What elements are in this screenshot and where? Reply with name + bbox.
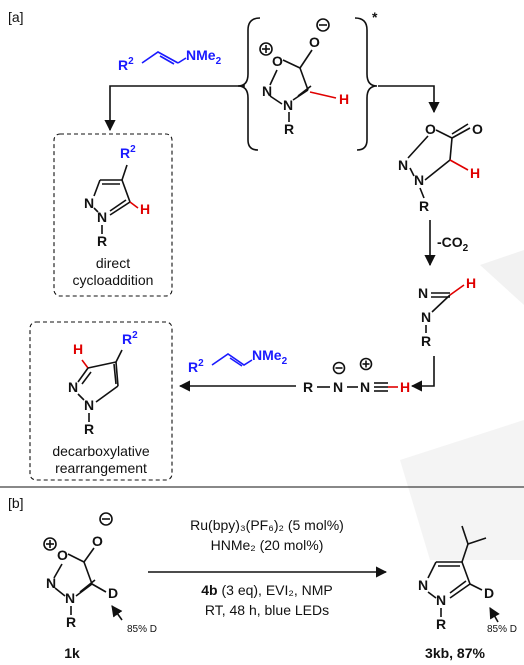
svg-text:N: N xyxy=(333,379,343,395)
svg-text:N: N xyxy=(421,309,431,325)
svg-text:H: H xyxy=(470,165,480,181)
svg-text:4b (3 eq), EVI₂, NMP: 4b (3 eq), EVI₂, NMP xyxy=(201,582,332,598)
svg-text:N: N xyxy=(46,575,56,591)
enamine-reagent-bottom: R2 NMe2 xyxy=(188,347,288,375)
svg-text:O: O xyxy=(57,547,68,563)
svg-text:D: D xyxy=(108,585,118,601)
svg-text:R: R xyxy=(84,421,94,437)
svg-text:O: O xyxy=(309,34,320,50)
svg-text:D: D xyxy=(484,585,494,601)
decarboxylative-rearrangement-box xyxy=(29,321,173,481)
svg-text:H: H xyxy=(466,275,476,291)
bicyclic-intermediate: O O N N R H xyxy=(398,121,483,214)
svg-text:R2: R2 xyxy=(120,144,136,161)
enamine-reagent-top: R2 NMe2 xyxy=(118,47,222,73)
diazirine: N N H R xyxy=(418,275,476,349)
direct-cycloaddition-box xyxy=(53,133,173,297)
arrow-to-direct xyxy=(104,85,245,132)
svg-text:O: O xyxy=(425,121,436,137)
co2-loss: -CO2 xyxy=(437,234,469,254)
svg-text:rearrangement: rearrangement xyxy=(55,460,147,476)
svg-text:N: N xyxy=(84,195,94,211)
svg-text:H: H xyxy=(73,341,83,357)
sydnone-1k: O O N N R D 85% D 1k xyxy=(43,512,157,661)
svg-text:direct: direct xyxy=(96,255,130,271)
pyrazole-direct: R2 N N H R direct cycloaddition xyxy=(73,144,154,288)
svg-text:cycloaddition: cycloaddition xyxy=(73,272,154,288)
svg-text:RT, 48 h, blue LEDs: RT, 48 h, blue LEDs xyxy=(205,602,329,618)
panel-a-label: [a] xyxy=(8,9,24,25)
r2-text: R2 xyxy=(118,56,134,73)
svg-text:N: N xyxy=(418,285,428,301)
svg-text:O: O xyxy=(472,121,483,137)
arrow-to-diazo xyxy=(410,356,435,392)
svg-text:decarboxylative: decarboxylative xyxy=(52,443,149,459)
background-watermark xyxy=(400,250,524,560)
compound-1k-label: 1k xyxy=(64,645,80,661)
compound-3kb-label: 3kb, 87% xyxy=(425,645,485,661)
svg-text:N: N xyxy=(436,592,446,608)
svg-text:H: H xyxy=(140,201,150,217)
svg-text:O: O xyxy=(272,53,283,69)
svg-text:R: R xyxy=(97,233,107,249)
arrow-to-oxaziridine xyxy=(378,85,440,114)
svg-text:N: N xyxy=(65,590,75,606)
svg-text:R: R xyxy=(303,379,313,395)
svg-text:N: N xyxy=(414,172,424,188)
svg-text:NMe2: NMe2 xyxy=(252,347,288,367)
svg-text:R: R xyxy=(284,121,294,137)
svg-text:N: N xyxy=(398,157,408,173)
svg-text:H: H xyxy=(339,91,349,107)
svg-text:R2: R2 xyxy=(188,358,204,375)
svg-text:R: R xyxy=(66,614,76,630)
svg-text:H: H xyxy=(400,379,410,395)
svg-text:N: N xyxy=(360,379,370,395)
svg-text:85% D: 85% D xyxy=(487,624,517,635)
svg-text:N: N xyxy=(68,379,78,395)
panel-b-label: [b] xyxy=(8,495,24,511)
svg-text:N: N xyxy=(84,397,94,413)
svg-text:85% D: 85% D xyxy=(127,624,157,635)
svg-text:Ru(bpy)₃(PF₆)₂ (5 mol%): Ru(bpy)₃(PF₆)₂ (5 mol%) xyxy=(190,517,344,533)
svg-text:N: N xyxy=(418,577,428,593)
excited-star: * xyxy=(372,9,378,25)
svg-text:R: R xyxy=(421,333,431,349)
pyrazole-3kb: N N R D 85% D 3kb, 87% xyxy=(418,525,517,661)
svg-text:HNMe₂ (20 mol%): HNMe₂ (20 mol%) xyxy=(211,537,324,553)
svg-text:N: N xyxy=(283,97,293,113)
svg-text:R: R xyxy=(436,616,446,632)
svg-text:O: O xyxy=(92,533,103,549)
svg-text:N: N xyxy=(262,83,272,99)
pyrazole-decarb: H R2 N N R decarboxylative rearrangement xyxy=(52,330,149,476)
nme2-text: NMe2 xyxy=(186,47,222,67)
svg-text:N: N xyxy=(97,209,107,225)
diazo-species: R N N H xyxy=(303,357,410,395)
svg-text:R2: R2 xyxy=(122,330,138,347)
sydnone-intermediate: * O O N N R H xyxy=(237,9,378,151)
svg-text:R: R xyxy=(419,198,429,214)
